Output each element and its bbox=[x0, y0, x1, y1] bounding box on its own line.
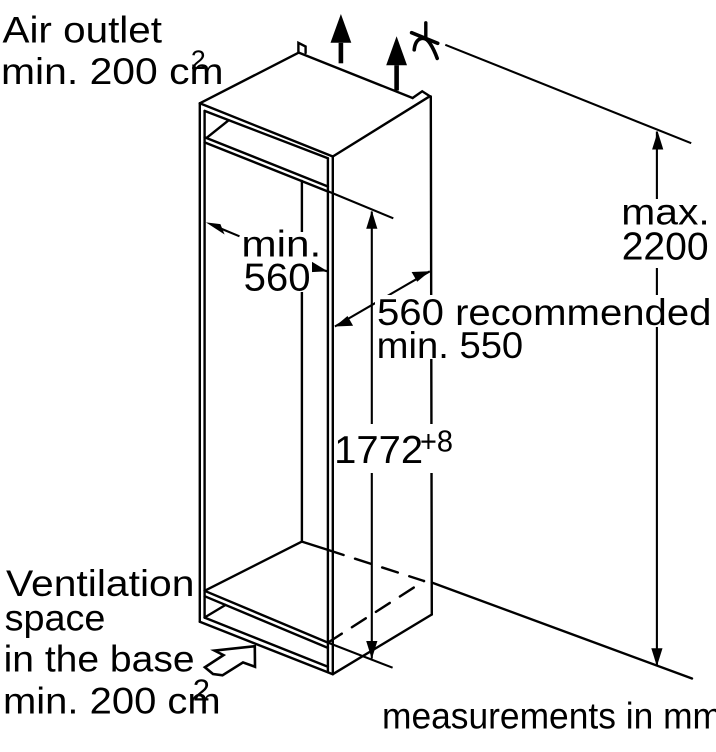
svg-text:measurements in mm: measurements in mm bbox=[382, 696, 716, 737]
svg-text:2: 2 bbox=[193, 672, 210, 707]
svg-text:560 recommended: 560 recommended bbox=[377, 292, 712, 333]
svg-text:560: 560 bbox=[244, 256, 311, 299]
svg-text:Air outlet: Air outlet bbox=[3, 10, 163, 51]
svg-text:max.: max. bbox=[621, 192, 709, 233]
svg-text:+8: +8 bbox=[420, 423, 453, 458]
svg-text:min.: min. bbox=[241, 224, 321, 265]
svg-text:2: 2 bbox=[191, 45, 206, 75]
svg-text:min. 550: min. 550 bbox=[377, 325, 524, 366]
svg-text:min. 200 cm: min. 200 cm bbox=[3, 680, 221, 721]
svg-text:in the base: in the base bbox=[4, 639, 195, 680]
svg-text:space: space bbox=[5, 597, 106, 638]
svg-text:1772: 1772 bbox=[334, 429, 423, 472]
svg-text:2200: 2200 bbox=[622, 226, 709, 269]
svg-text:min. 200 cm: min. 200 cm bbox=[1, 51, 224, 92]
svg-text:Ventilation: Ventilation bbox=[6, 563, 195, 604]
